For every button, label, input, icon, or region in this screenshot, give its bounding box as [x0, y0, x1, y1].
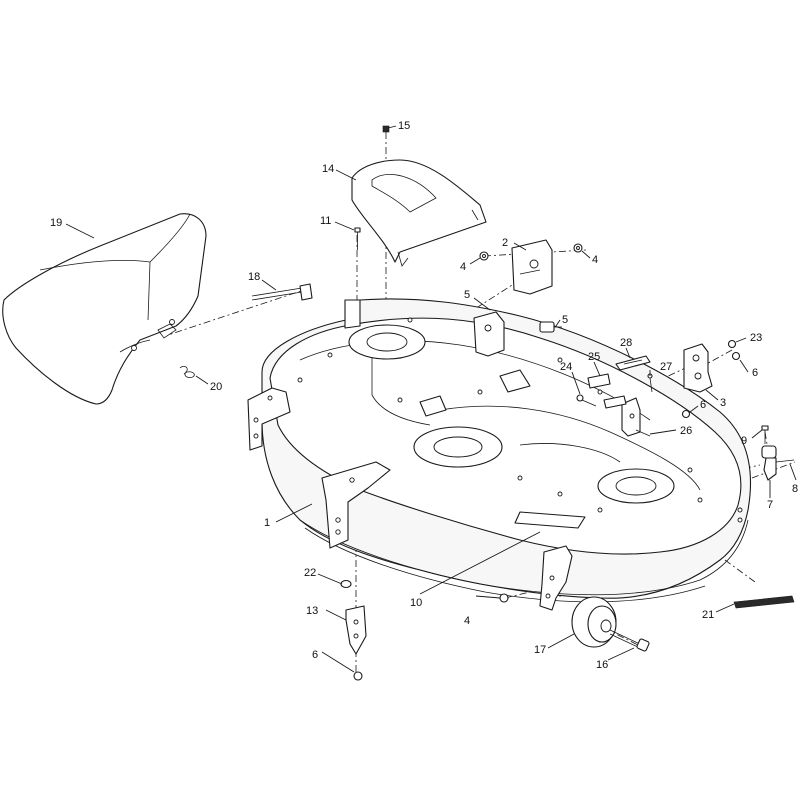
callout-6-mid: 6: [700, 399, 706, 411]
pivot-bracket: [473, 311, 505, 357]
mower-deck: [261, 298, 752, 603]
discharge-chute: [2, 213, 207, 405]
callout-11: 11: [320, 215, 331, 227]
wheel-bracket: [539, 545, 573, 611]
callout-28: 28: [620, 337, 632, 349]
bolt-24: [576, 394, 597, 407]
spindle-right: [597, 468, 675, 504]
belt-cover-shield: [351, 159, 487, 267]
pivot-assembly: [761, 445, 795, 481]
callout-9: 9: [741, 435, 747, 447]
decal-strip: [733, 595, 795, 609]
callout-24: 24: [560, 361, 572, 373]
bolt-11: [354, 227, 361, 250]
callout-1: 1: [264, 517, 270, 529]
callout-4-front: 4: [464, 615, 470, 627]
left-hanger-bracket: [247, 387, 291, 451]
nut-6-mid: [681, 409, 691, 419]
height-adjust-bracket: [683, 343, 713, 393]
callout-numbers: 1 2 3 4 4 4 5 5 6 6 6 7 8 9 10 11 13 14 …: [50, 120, 798, 671]
nut-4-front: [499, 593, 509, 603]
washer-22: [340, 579, 352, 589]
callout-17: 17: [534, 644, 546, 656]
bolt-23: [727, 339, 737, 349]
callout-20: 20: [210, 381, 222, 393]
callout-13: 13: [306, 605, 318, 617]
callout-4-left: 4: [460, 261, 466, 273]
chute-rod: [251, 283, 313, 301]
front-hanger-bracket: [321, 461, 391, 549]
callout-2: 2: [502, 237, 508, 249]
lever-assembly: [603, 395, 651, 437]
nut-4-right: [573, 243, 583, 253]
callout-4-right: 4: [592, 254, 598, 266]
chute-spring: [179, 365, 195, 379]
callout-22: 22: [304, 567, 316, 579]
anti-scalp-wheel: [571, 596, 617, 648]
callout-23: 23: [750, 332, 762, 344]
nut-6-lower: [353, 671, 363, 681]
callout-21: 21: [702, 609, 714, 621]
callout-10: 10: [410, 597, 422, 609]
callout-6-lower: 6: [312, 649, 318, 661]
callout-18: 18: [248, 271, 260, 283]
slotted-link: [615, 355, 651, 371]
link-plate: [587, 373, 611, 389]
callout-5-right: 5: [562, 314, 568, 326]
callout-8: 8: [792, 483, 798, 495]
callout-25: 25: [588, 351, 600, 363]
lower-bracket: [345, 605, 367, 655]
callout-5-upper: 5: [464, 289, 470, 301]
callout-7: 7: [767, 499, 773, 511]
pivot-pin: [539, 321, 562, 333]
bolt-9: [761, 425, 769, 444]
callout-26: 26: [680, 425, 692, 437]
callout-19: 19: [50, 217, 62, 229]
nut-6-upper: [731, 351, 741, 361]
callout-14: 14: [322, 163, 334, 175]
callout-27: 27: [660, 361, 672, 373]
callout-15: 15: [398, 120, 410, 132]
idler-bracket: [511, 239, 553, 295]
spindle-left: [348, 324, 426, 360]
spindle-center: [413, 426, 503, 468]
deck-decal-plate: [514, 511, 586, 529]
nut-4-left: [479, 251, 489, 261]
bolt-15: [382, 125, 390, 133]
leader-lines: [65, 125, 797, 673]
callout-3: 3: [720, 397, 726, 409]
callout-6-upper: 6: [752, 367, 758, 379]
callout-16: 16: [596, 659, 608, 671]
wheel-bolt: [609, 629, 650, 652]
